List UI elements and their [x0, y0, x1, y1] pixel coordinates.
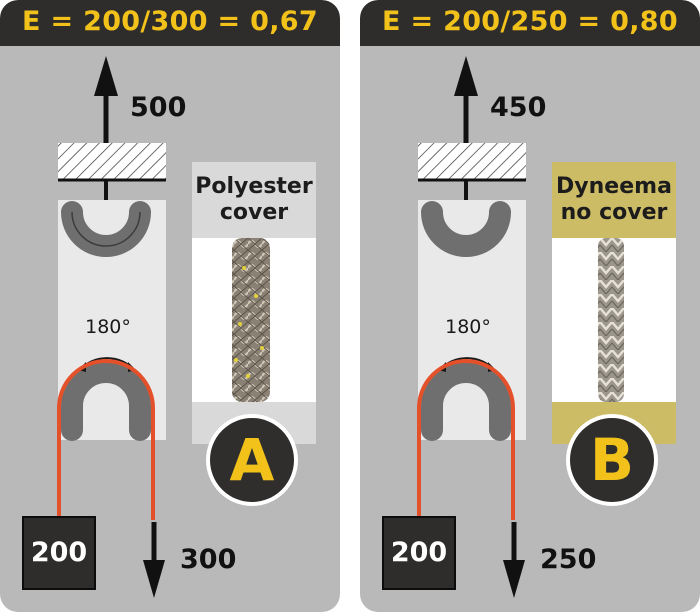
sheave: [421, 361, 511, 441]
material-line-2: no cover: [560, 200, 668, 225]
badge-a: A: [206, 414, 298, 506]
efficiency-header: E = 200/250 = 0,80: [360, 0, 700, 46]
polyester-rope-image: [232, 238, 270, 402]
panel-a: E = 200/300 = 0,67 500 300 180° 200 Poly…: [0, 0, 340, 612]
dyneema-rope-image: [598, 238, 624, 402]
bottom-force-value: 300: [180, 544, 237, 575]
upward-arrowhead: [454, 56, 478, 96]
rope: [417, 359, 515, 520]
efficiency-formula: E = 200/300 = 0,67: [22, 6, 318, 37]
angle-label: 180°: [85, 316, 131, 338]
pulley-diagram: [417, 56, 526, 598]
sheave: [61, 361, 151, 441]
rope-photo: [552, 238, 676, 402]
load-weight: 200: [22, 516, 96, 590]
rope-photo: [192, 238, 316, 402]
downward-arrowhead: [503, 560, 525, 598]
pulley-diagram: [57, 56, 166, 598]
upward-arrowhead: [94, 56, 118, 96]
downward-arrowhead: [143, 560, 165, 598]
material-line-2: cover: [219, 200, 289, 225]
material-card: Dyneema no cover: [552, 162, 676, 444]
anchor-block: [418, 143, 526, 180]
rope: [57, 359, 155, 520]
material-title: Dyneema no cover: [552, 162, 676, 238]
top-hook: [421, 201, 511, 257]
efficiency-formula: E = 200/250 = 0,80: [382, 6, 678, 37]
badge-b: B: [566, 414, 658, 506]
material-line-1: Dyneema: [556, 174, 672, 199]
material-card: Polyester cover: [192, 162, 316, 444]
material-line-1: Polyester: [195, 174, 313, 199]
bottom-force-value: 250: [540, 544, 597, 575]
angle-label: 180°: [445, 316, 491, 338]
top-force-value: 500: [130, 92, 187, 123]
anchor-block: [58, 143, 166, 180]
material-title: Polyester cover: [192, 162, 316, 238]
top-force-value: 450: [490, 92, 547, 123]
load-weight: 200: [382, 516, 456, 590]
panel-b: E = 200/250 = 0,80 450 250 180° 200 Dyne…: [360, 0, 700, 612]
efficiency-header: E = 200/300 = 0,67: [0, 0, 340, 46]
